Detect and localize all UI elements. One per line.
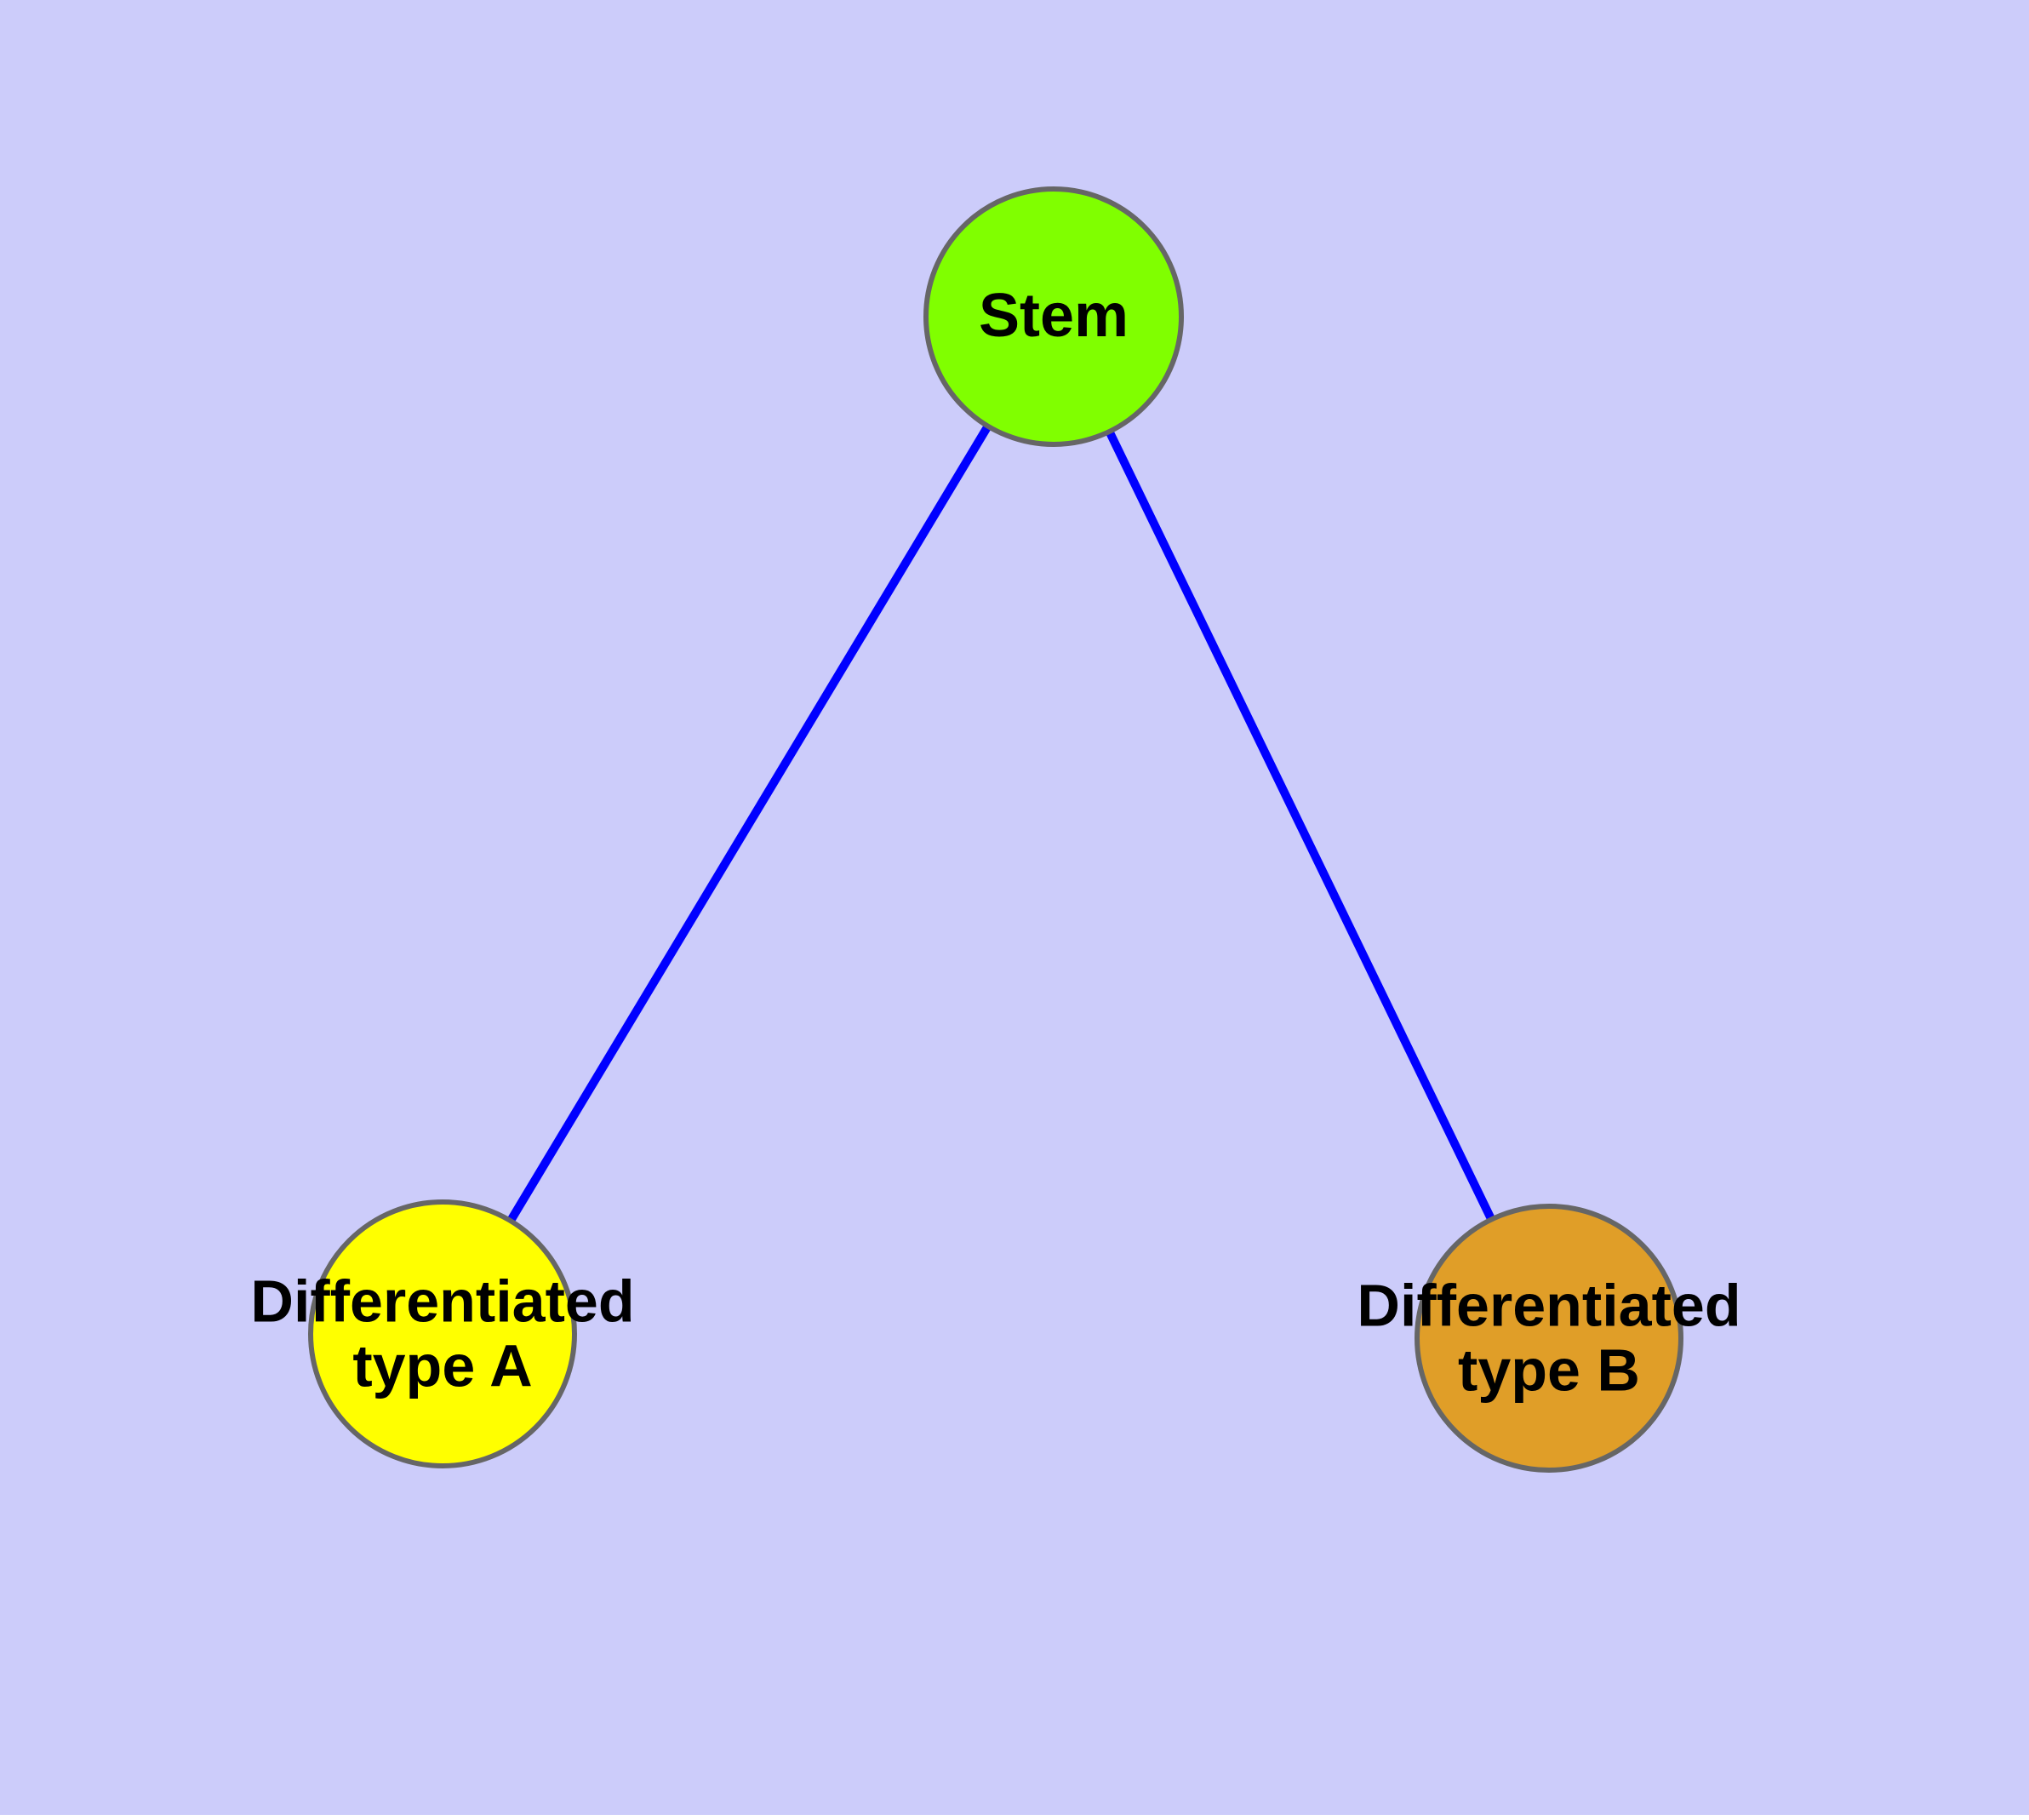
edge-stem-to-differentiated-type-a[interactable] xyxy=(506,424,992,1223)
edge-layer xyxy=(506,424,1495,1223)
node-differentiated-type-a[interactable] xyxy=(308,1199,577,1468)
edge-stem-to-differentiated-type-b[interactable] xyxy=(1105,429,1495,1222)
node-stem[interactable] xyxy=(923,186,1184,447)
node-layer xyxy=(308,186,1683,1473)
node-differentiated-type-b[interactable] xyxy=(1415,1204,1683,1473)
